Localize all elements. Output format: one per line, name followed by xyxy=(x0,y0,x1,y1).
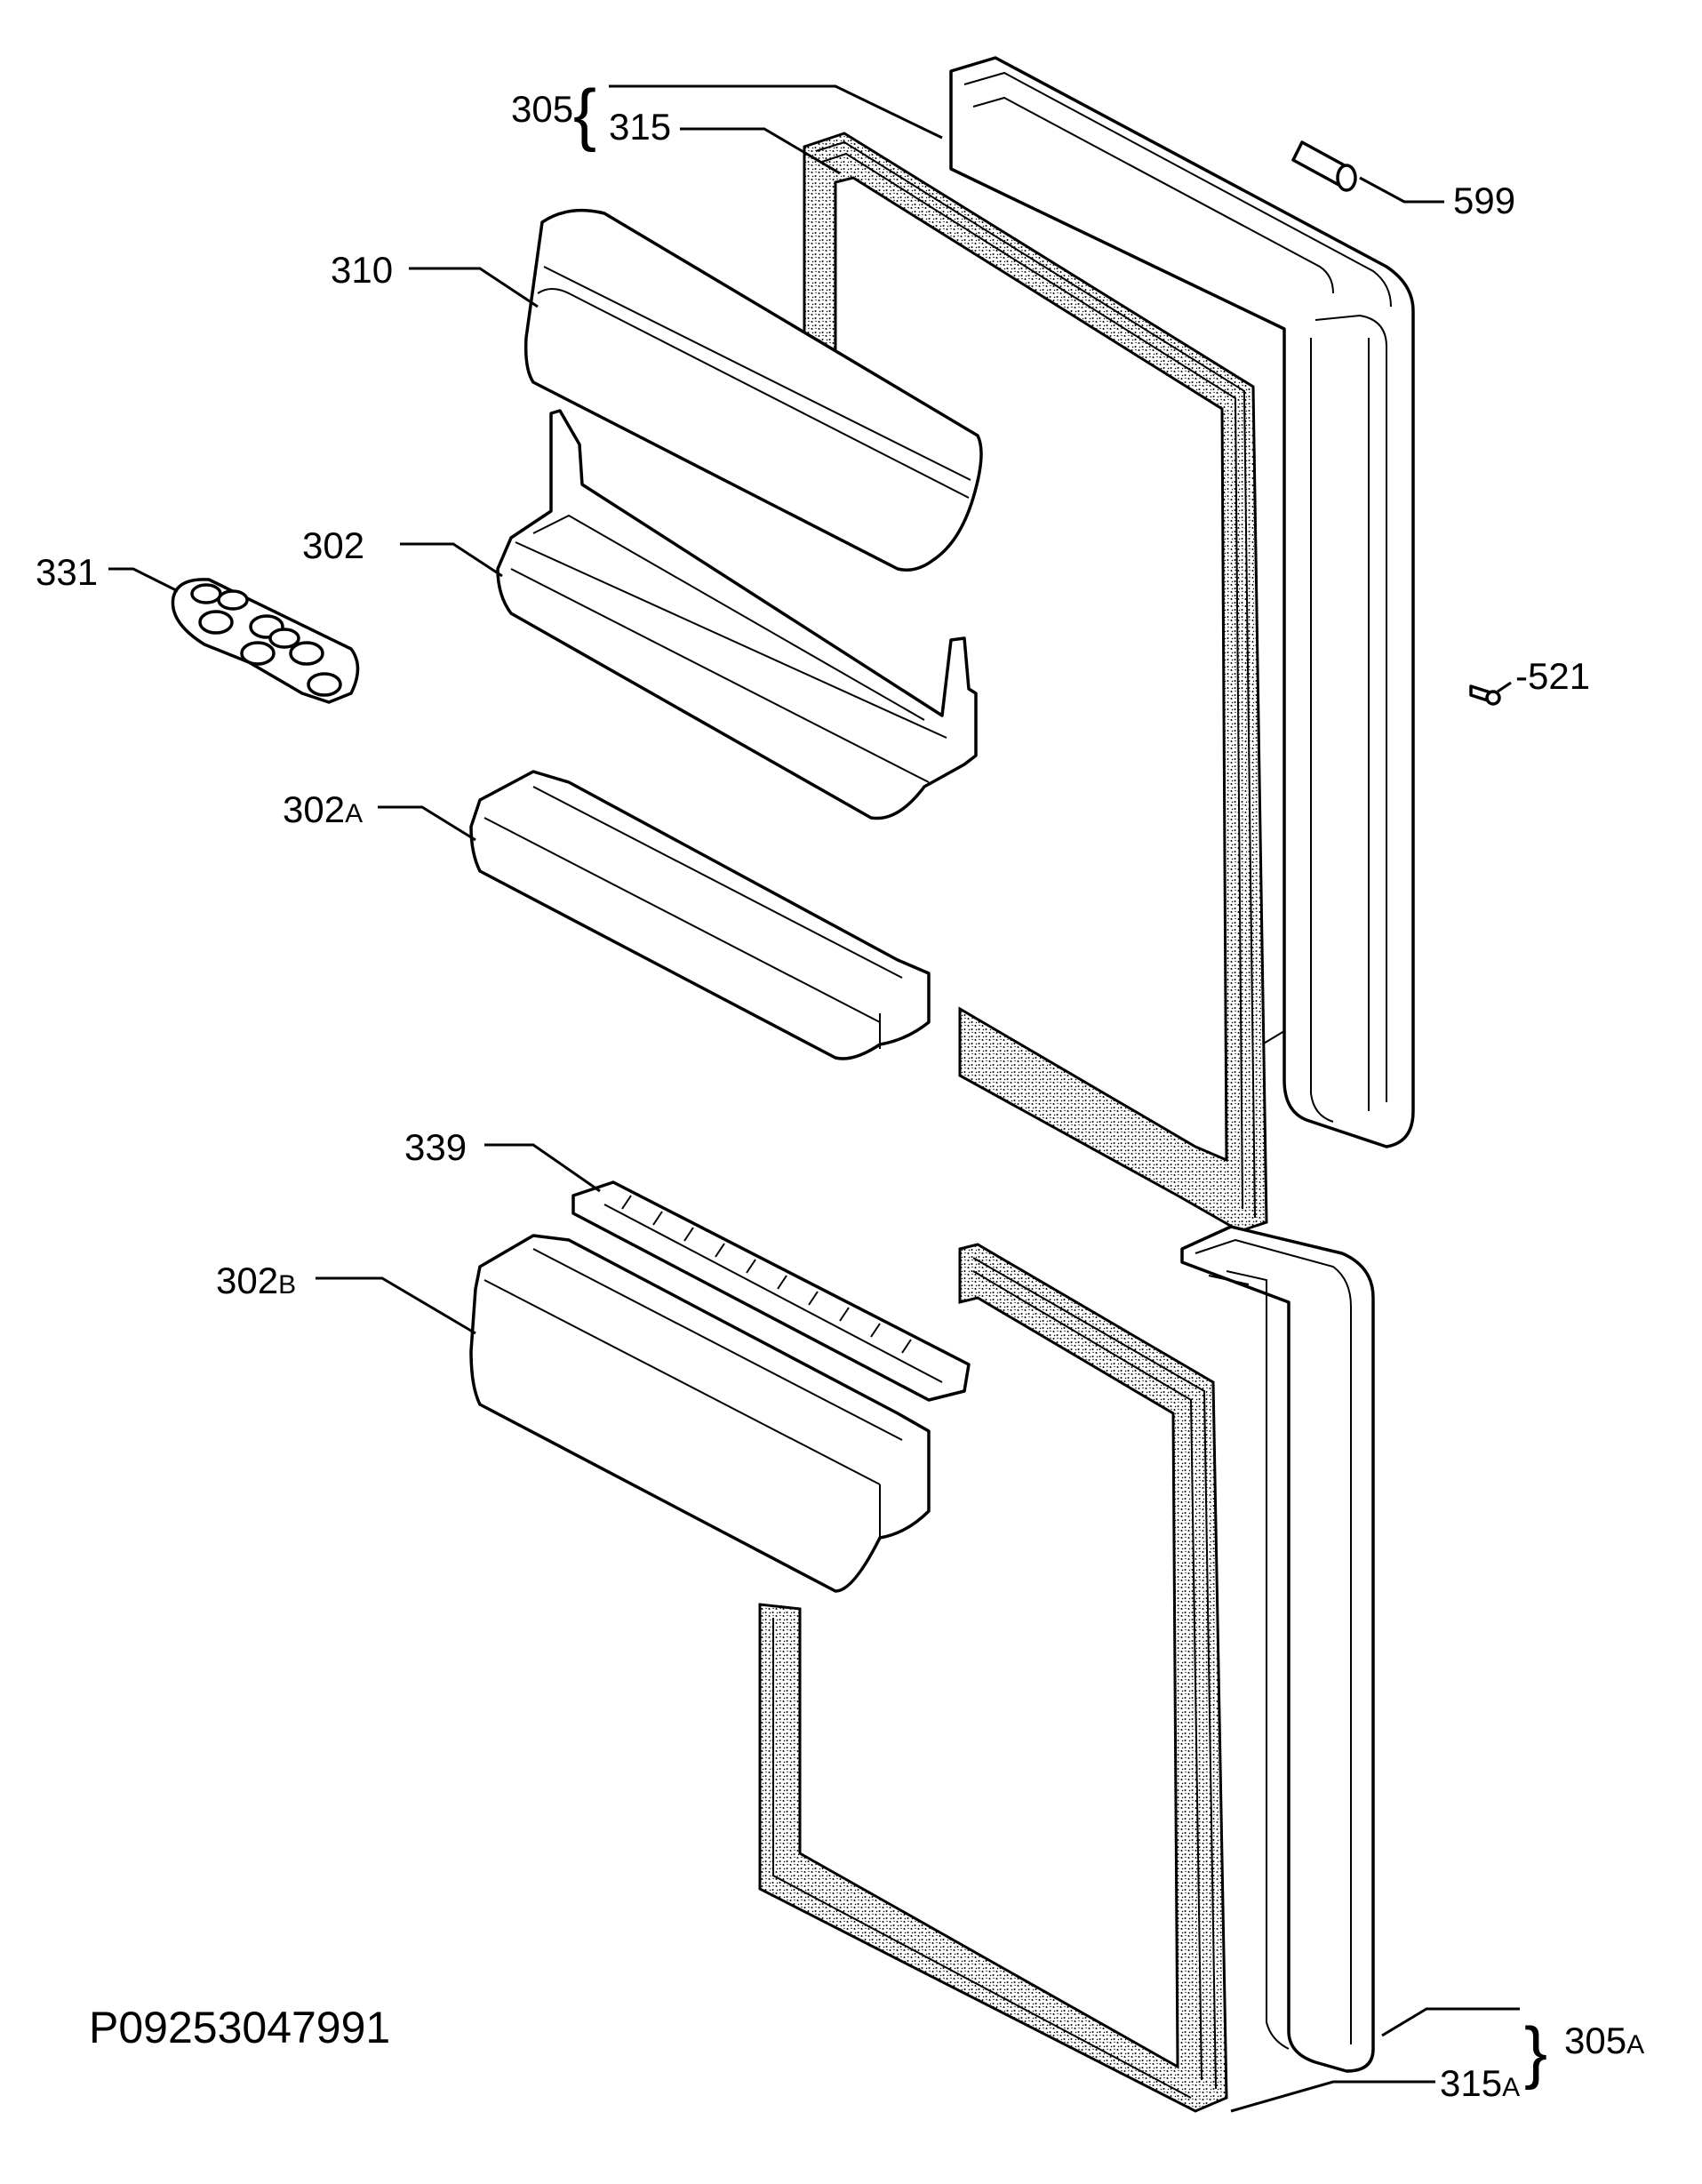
brace-305: { xyxy=(573,75,596,153)
screw-521 xyxy=(1469,684,1501,706)
lower-door-gasket xyxy=(758,1243,1228,2113)
label-310: 310 xyxy=(331,249,393,291)
bottle-rack-339 xyxy=(571,1180,971,1402)
label-315a: 315A xyxy=(1440,2062,1520,2104)
leader-lines xyxy=(108,84,1520,2113)
label-302a: 302A xyxy=(283,788,363,830)
label-315: 315 xyxy=(609,106,671,148)
label-305a: 305A xyxy=(1564,2020,1644,2061)
label-302: 302 xyxy=(302,524,364,566)
label-599: 599 xyxy=(1453,180,1515,221)
shelf-310-lid xyxy=(523,208,983,572)
handle-599 xyxy=(1291,140,1357,192)
part-labels: 305 { 315 599 310 302 331 -521 302A 339 … xyxy=(36,75,1644,2104)
lower-door-panel xyxy=(1180,1225,1375,2073)
diagram-code: P09253047991 xyxy=(89,2003,390,2052)
egg-tray-331 xyxy=(171,578,360,704)
shelf-302 xyxy=(496,409,978,820)
shelf-302b xyxy=(469,1234,931,1593)
brace-305a: } xyxy=(1524,2012,1547,2091)
upper-door-gasket xyxy=(803,132,1268,1233)
label-339: 339 xyxy=(404,1126,467,1168)
shelf-302a xyxy=(469,770,931,1060)
label-331: 331 xyxy=(36,551,98,593)
label-521: -521 xyxy=(1515,655,1590,697)
upper-door-panel xyxy=(949,56,1415,1148)
label-305: 305 xyxy=(511,88,573,130)
label-302b: 302B xyxy=(216,1260,296,1301)
